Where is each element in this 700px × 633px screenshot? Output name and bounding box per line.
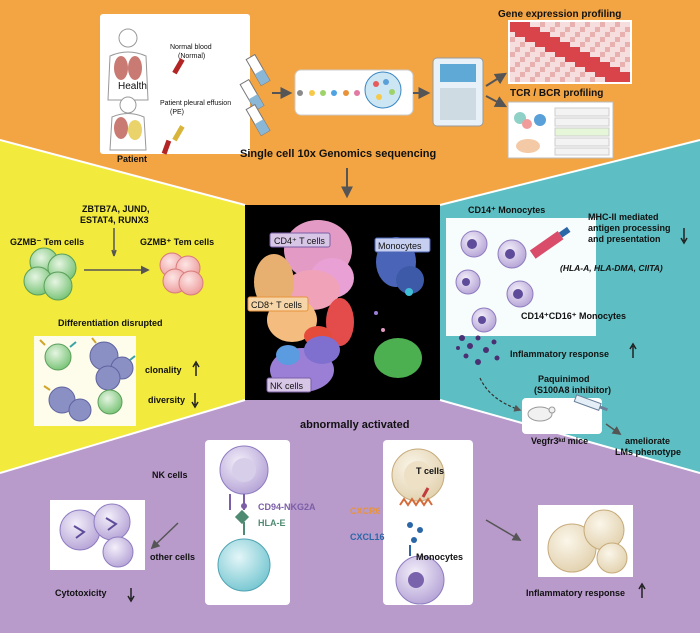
- granule-particles: [456, 335, 500, 365]
- mhc-line1: MHC-II mediated: [588, 212, 659, 222]
- monocytes-bottom-label: Monocytes: [416, 552, 463, 562]
- sequencing-label: Single cell 10x Genomics sequencing: [240, 148, 436, 160]
- monocytes-label-box: [374, 237, 431, 253]
- monocytes-label: Monocytes: [378, 241, 422, 251]
- patient-label: Patient: [117, 154, 147, 164]
- cxcl16-label: CXCL16: [350, 532, 385, 542]
- inflam-bottom-up-arrow-icon: [638, 582, 646, 598]
- pleural-effusion-label: Patient pleural effusion: [160, 100, 231, 107]
- cd8-label-box: [247, 296, 309, 312]
- genes-label: (HLA-A, HLA-DMA, CIITA): [560, 263, 663, 273]
- paquinimod-label: Paquinimod: [538, 374, 590, 384]
- hla-e-label: HLA-E: [258, 518, 286, 528]
- dead-cells-box: [50, 500, 145, 570]
- cd8-label: CD8⁺ T cells: [251, 300, 302, 310]
- patient-card: [100, 14, 250, 155]
- bottom-panel: [0, 400, 700, 633]
- ameliorate-line2: LMs phenotype: [615, 447, 681, 457]
- cd14-label: CD14⁺ Monocytes: [468, 205, 545, 215]
- gzmb-neg-label: GZMB⁻ Tem cells: [10, 237, 84, 247]
- diversity-label: diversity: [148, 395, 185, 405]
- mouse-box: [522, 398, 602, 434]
- gzmb-pos-cell-cluster: [159, 252, 204, 296]
- cd4-label: CD4⁺ T cells: [274, 236, 325, 246]
- normal-blood-sub: (Normal): [178, 53, 205, 60]
- inflam-cells-box: [538, 505, 633, 577]
- nk-label: NK cells: [270, 381, 304, 391]
- clonality-label: clonality: [145, 365, 182, 375]
- umap-labels: CD4⁺ T cells Monocytes CD8⁺ T cells NK c…: [247, 232, 431, 393]
- nk-card: [205, 440, 290, 605]
- cxcr6-label: CXCR6: [350, 506, 381, 516]
- other-cells-label: other cells: [150, 552, 195, 562]
- clonality-up-arrow-icon: [192, 360, 200, 376]
- cytotoxicity-label: Cytotoxicity: [55, 588, 107, 598]
- clone-cells-box: [34, 336, 136, 426]
- gzmb-neg-cell-cluster: [23, 247, 77, 301]
- nk-label-box: [266, 377, 312, 393]
- cd14cd16-label: CD14⁺CD16⁺ Monocytes: [521, 311, 626, 321]
- sequencer-icon: [432, 57, 484, 127]
- pleural-effusion-sub: (PE): [170, 109, 184, 116]
- mhc-down-arrow-icon: [680, 228, 688, 245]
- nk-cells-label: NK cells: [152, 470, 188, 480]
- factors-line1: ZBTB7A, JUND,: [82, 204, 150, 214]
- t-cell-card: [383, 440, 473, 605]
- inflam-label-right: Inflammatory response: [510, 349, 609, 359]
- cytotoxicity-down-arrow-icon: [127, 588, 135, 603]
- paquinimod-sub: (S100A8 inhibitor): [534, 385, 611, 395]
- activated-label: abnormally activated: [300, 419, 409, 431]
- monocyte-cells: [446, 218, 596, 336]
- gene-expression-label: Gene expression profiling: [498, 9, 621, 20]
- ameliorate-line1: ameliorate: [625, 436, 670, 446]
- tcr-bcr-table: [507, 101, 614, 159]
- differentiation-label: Differentiation disrupted: [58, 318, 163, 328]
- mice-label: Vegfr3ᵏᵈ mice: [531, 436, 588, 446]
- diversity-down-arrow-icon: [191, 393, 199, 409]
- inflam-up-arrow-icon: [629, 342, 637, 358]
- gzmb-pos-label: GZMB⁺ Tem cells: [140, 237, 214, 247]
- gene-expression-heatmap: [508, 20, 632, 84]
- mhc-line3: and presentation: [588, 234, 661, 244]
- normal-blood-label: Normal blood: [170, 44, 212, 51]
- syringe-icon: [573, 394, 608, 412]
- cd4-label-box: [269, 232, 331, 248]
- health-label: Health: [118, 81, 147, 92]
- 10x-chip: [294, 69, 414, 116]
- cd94-label: CD94-NKG2A: [258, 502, 316, 512]
- tcr-bcr-label: TCR / BCR profiling: [510, 88, 603, 99]
- inflam-label-bottom: Inflammatory response: [526, 588, 625, 598]
- sample-tubes: [239, 53, 271, 137]
- mhc-line2: antigen processing: [588, 223, 671, 233]
- t-cells-label: T cells: [416, 466, 444, 476]
- factors-line2: ESTAT4, RUNX3: [80, 215, 149, 225]
